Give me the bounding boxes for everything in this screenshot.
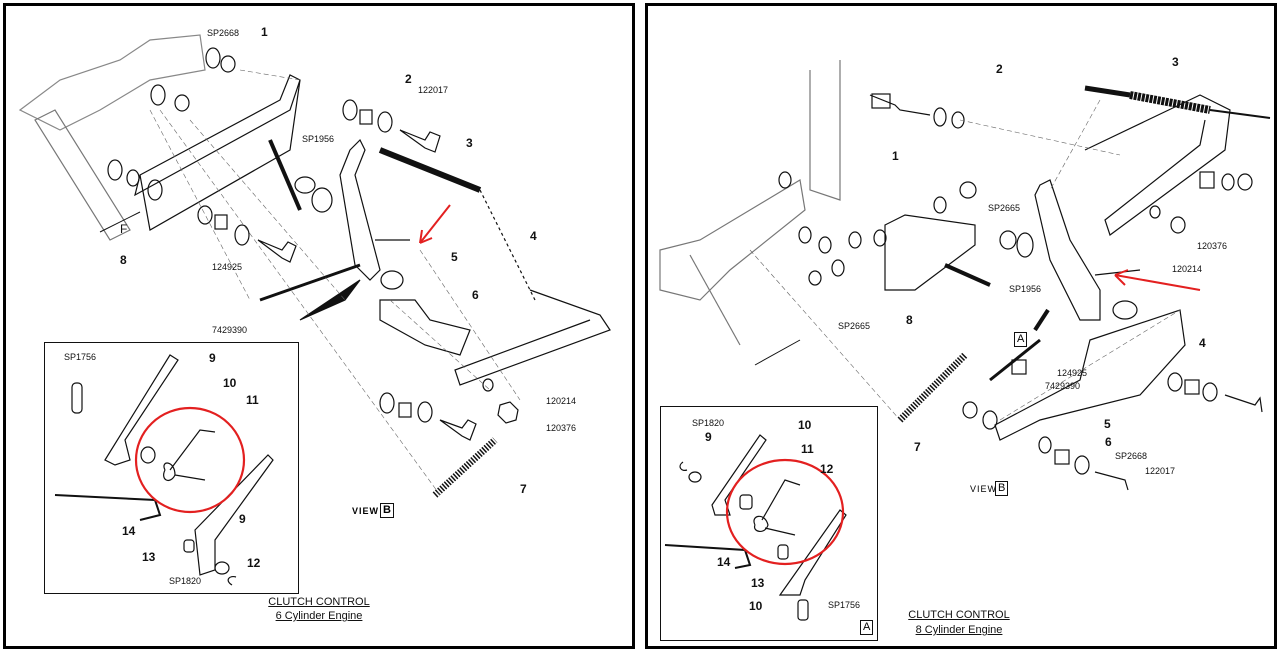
part-number: 7 <box>914 440 921 454</box>
left-clutch-lever <box>259 138 410 302</box>
part-number: 9 <box>209 351 216 365</box>
view-label: VIEW <box>352 506 380 516</box>
left-frame-bracket <box>18 34 301 241</box>
diagram-title: CLUTCH CONTROL <box>268 596 370 608</box>
diagram-subtitle: 8 Cylinder Engine <box>915 624 1003 636</box>
part-label: 120376 <box>1197 241 1228 251</box>
part-label: 122017 <box>418 85 449 95</box>
left-red-arrow-icon <box>419 204 451 244</box>
part-number: 5 <box>451 250 458 264</box>
part-label: SP2668 <box>207 28 240 38</box>
right-clutch-lever <box>1034 179 1141 321</box>
right-red-arrow-icon <box>1114 269 1201 291</box>
part-number: 4 <box>1199 336 1206 350</box>
left-cable <box>378 147 611 386</box>
part-number: 14 <box>122 524 136 538</box>
part-label: 122017 <box>1145 466 1176 476</box>
part-number: 3 <box>466 136 473 150</box>
left-leader-lines <box>149 69 521 496</box>
left-red-highlight-circle <box>134 406 246 514</box>
part-number: 10 <box>223 376 237 390</box>
right-spring-7 <box>897 352 968 423</box>
part-label: 7429390 <box>1045 381 1081 391</box>
part-number: 8 <box>906 313 913 327</box>
part-label: SP1820 <box>692 418 725 428</box>
part-label: 7429390 <box>212 325 248 335</box>
part-number: 1 <box>892 149 899 163</box>
part-number: 8 <box>120 253 127 267</box>
part-number: 2 <box>996 62 1003 76</box>
part-label: SP1956 <box>302 134 335 144</box>
part-number: 12 <box>247 556 261 570</box>
right-cable-3 <box>1084 85 1271 236</box>
part-label: SP1756 <box>64 352 97 362</box>
right-bracket-8 <box>884 214 991 291</box>
part-number: 3 <box>1172 55 1179 69</box>
left-spring-7 <box>432 437 498 498</box>
part-number: 9 <box>239 512 246 526</box>
part-label: 124925 <box>1057 368 1088 378</box>
part-number: 13 <box>142 550 156 564</box>
right-pedal-arm-4 <box>994 309 1186 441</box>
right-leader-lines <box>749 99 1181 421</box>
part-label: SP2665 <box>838 321 871 331</box>
left-panel-6-cylinder <box>3 3 635 649</box>
view-box-label: B <box>380 503 394 518</box>
left-washers <box>107 47 519 424</box>
part-label: SP2665 <box>988 203 1021 213</box>
part-label: 120376 <box>546 423 577 433</box>
part-number: 6 <box>1105 435 1112 449</box>
part-label: 124925 <box>212 262 243 272</box>
part-number: 12 <box>820 462 834 476</box>
right-inset-detail <box>660 406 878 641</box>
right-red-highlight-circle <box>725 458 845 566</box>
part-number: 6 <box>472 288 479 302</box>
right-frame <box>659 60 841 346</box>
diagram-subtitle: 6 Cylinder Engine <box>275 610 363 622</box>
right-panel-8-cylinder <box>645 3 1277 649</box>
part-number: 9 <box>705 430 712 444</box>
part-label: SP1820 <box>169 576 202 586</box>
left-bolts <box>257 129 477 441</box>
view-label: VIEW <box>970 484 998 494</box>
part-number: 11 <box>801 442 814 456</box>
inset-a-box: A <box>860 620 874 635</box>
view-box-label: B <box>995 481 1009 496</box>
front-direction-label: F <box>120 222 128 236</box>
part-number: 7 <box>520 482 527 496</box>
part-number: 14 <box>717 555 731 569</box>
left-inset-art <box>54 354 274 586</box>
part-label: SP1756 <box>828 600 861 610</box>
right-bolts-washers <box>778 93 1263 491</box>
part-number: 4 <box>530 229 537 243</box>
part-label: 120214 <box>1172 264 1203 274</box>
part-label: SP1956 <box>1009 284 1042 294</box>
part-number: 13 <box>751 576 765 590</box>
part-number: 2 <box>405 72 412 86</box>
part-number: 10 <box>749 599 763 613</box>
left-pointer-wedge <box>299 279 361 321</box>
left-plate <box>379 299 471 356</box>
left-inset-detail <box>44 342 299 594</box>
diagram-title: CLUTCH CONTROL <box>908 609 1010 621</box>
right-inset-art <box>664 434 847 621</box>
part-number: 11 <box>246 393 259 407</box>
part-number: 5 <box>1104 417 1111 431</box>
part-number: 10 <box>798 418 812 432</box>
part-label: SP2668 <box>1115 451 1148 461</box>
section-a-box: A <box>1014 332 1028 347</box>
part-label: 120214 <box>546 396 577 406</box>
part-number: 1 <box>261 25 268 39</box>
